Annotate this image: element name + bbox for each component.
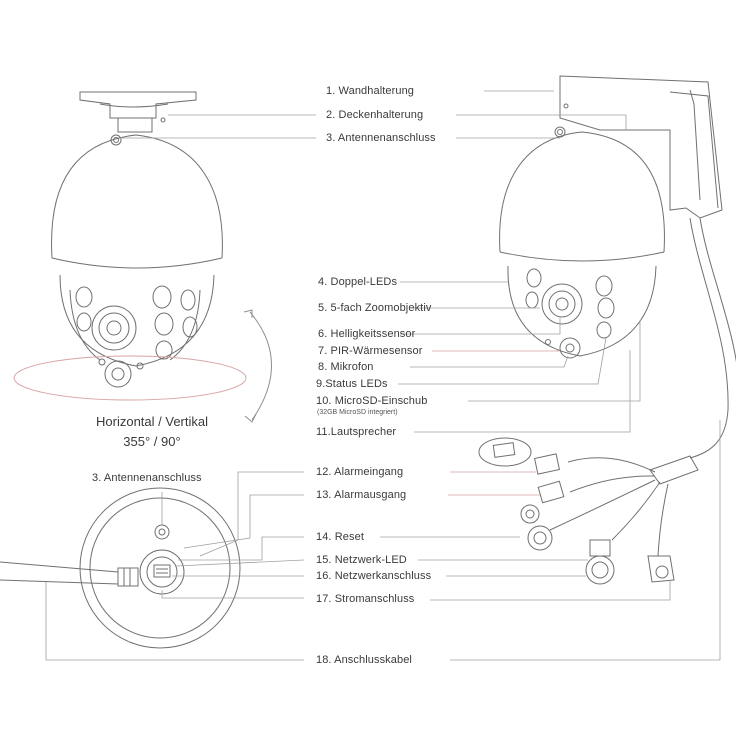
rotation-degrees: 355° / 90°: [123, 434, 181, 449]
label-dual-leds: 4. Doppel-LEDs: [318, 276, 398, 288]
label-bottom-antenna: 3. Antennenanschluss: [92, 472, 202, 484]
label-antenna-port: 3. Antennenanschluss: [326, 132, 436, 144]
label-connection-cable: 18. Anschlusskabel: [316, 654, 412, 666]
right-camera: [478, 75, 736, 585]
label-network-led: 15. Netzwerk-LED: [316, 554, 407, 566]
label-power-port: 17. Stromanschluss: [316, 593, 415, 605]
label-reset: 14. Reset: [316, 531, 364, 543]
label-microsd-note: (32GB MicroSD integriert): [317, 409, 398, 416]
label-wall-mount: 1. Wandhalterung: [326, 85, 415, 97]
label-alarm-in: 12. Alarmeingang: [316, 466, 404, 478]
label-zoom-lens: 5. 5-fach Zoomobjektiv: [318, 302, 432, 314]
left-camera: [51, 91, 223, 388]
label-alarm-out: 13. Alarmausgang: [316, 489, 407, 501]
label-microphone: 8. Mikrofon: [318, 361, 374, 373]
bottom-view: [0, 487, 241, 649]
label-light-sensor: 6. Helligkeitssensor: [318, 328, 416, 340]
label-network-port: 16. Netzwerkanschluss: [316, 570, 432, 582]
callout-lines: [45, 90, 721, 661]
label-ceiling-mount: 2. Deckenhalterung: [326, 109, 424, 121]
rotation-label: Horizontal / Vertikal: [96, 414, 208, 429]
label-status-leds: 9.Status LEDs: [316, 378, 388, 390]
label-speaker: 11.Lautsprecher: [316, 426, 397, 438]
label-microsd-slot: 10. MicroSD-Einschub: [316, 395, 428, 407]
label-pir-sensor: 7. PIR-Wärmesensor: [318, 345, 423, 357]
